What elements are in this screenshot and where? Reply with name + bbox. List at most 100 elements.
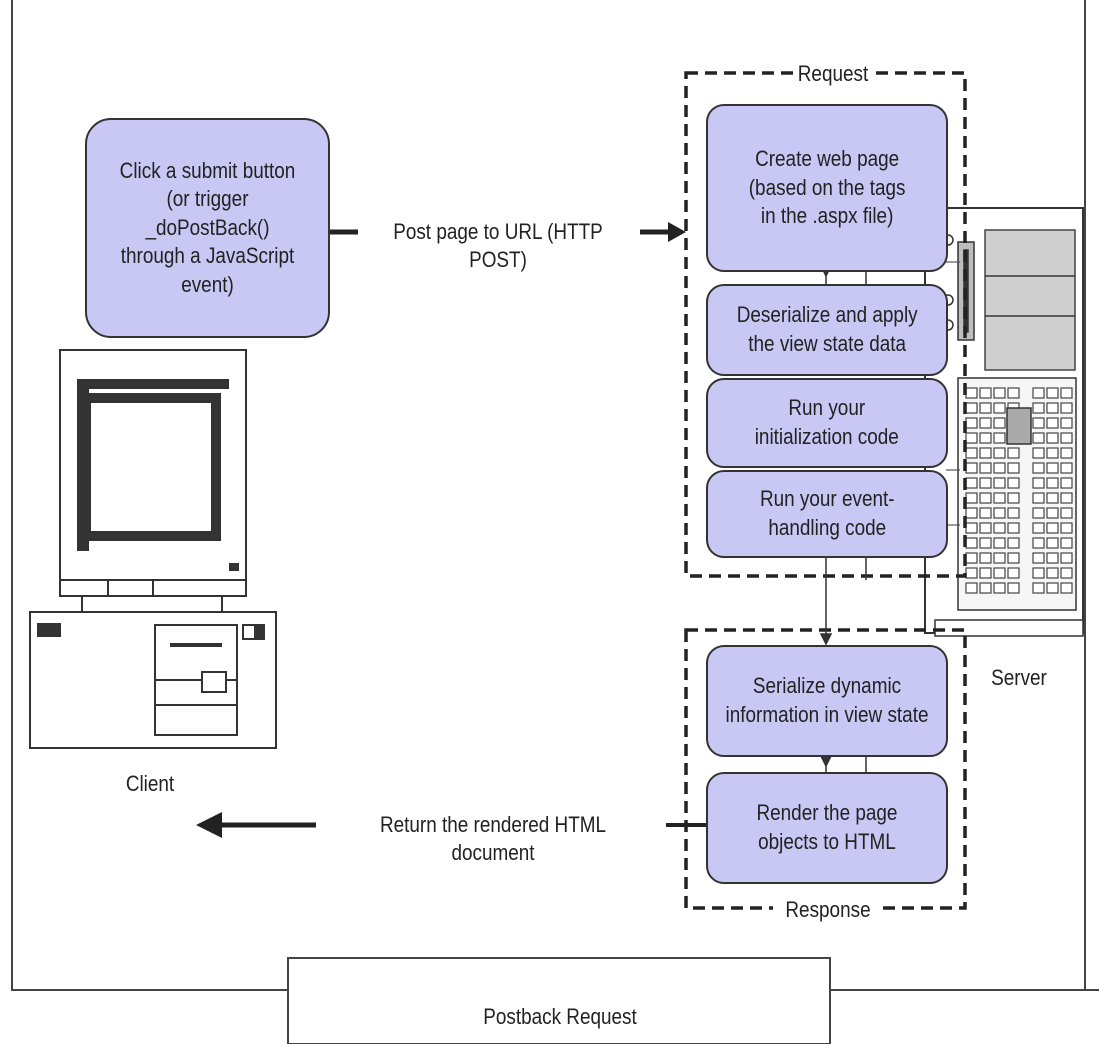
server-grid-cell [1032,387,1045,399]
server-grid-cell [1007,522,1020,534]
server-grid-cell [1032,567,1045,579]
server-grid-cell [993,477,1006,489]
server-grid-cell [1046,567,1059,579]
server-grid-cell [1060,522,1073,534]
server-grid-cell [1060,447,1073,459]
server-grid-cell [1060,552,1073,564]
server-grid-cell [979,507,992,519]
server-grid-cell [1032,417,1045,429]
server-grid-cell [979,432,992,444]
server-grid-cell [1007,387,1020,399]
server-grid-cell [1007,582,1020,594]
server-grid-cell [993,507,1006,519]
server-grid-cell [1007,552,1020,564]
server-grid-cell [1007,462,1020,474]
server-grid-cell [965,492,978,504]
server-grid-cell [1046,552,1059,564]
request-step-label: Run your initialization code [754,395,900,449]
client-computer-icon [29,349,277,749]
server-grid-cell [1032,402,1045,414]
post-arrowhead [668,222,686,242]
monitor-stand [81,595,223,613]
response-step-label: Serialize dynamic information in view st… [725,673,929,727]
server-grid-cell [1060,402,1073,414]
server-grid-cell [1060,462,1073,474]
server-grid-cell [1060,387,1073,399]
outer-frame [11,0,1099,991]
server-grid-cell [1007,477,1020,489]
server-grid-cell [1007,567,1020,579]
client-label: Client [125,771,175,796]
caption-tab [287,957,831,1044]
server-grid-cell [1060,567,1073,579]
server-grid-cell [1060,537,1073,549]
monitor-led [229,563,239,571]
server-grid-cell [1007,537,1020,549]
server-grid-cell [1032,447,1045,459]
server-grid-cell [1060,507,1073,519]
server-grid-cell [965,567,978,579]
return-arrowhead [196,812,222,838]
server-grid-cell [979,522,992,534]
server-grid-cell [965,447,978,459]
server-grid-cell [1007,492,1020,504]
server-grid-cell [993,552,1006,564]
monitor-screen-top [77,379,229,389]
server-highlight-block [1006,407,1032,445]
request-region-label: Request [797,61,869,86]
response-step-render: Render the page objects to HTML [706,772,948,884]
request-step-deserialize: Deserialize and apply the view state dat… [706,284,948,376]
server-grid-cell [965,462,978,474]
request-step-event-handling: Run your event- handling code [706,470,948,558]
server-grid-cell [1046,537,1059,549]
response-region-label: Response [785,897,871,922]
server-grid-cell [1032,432,1045,444]
response-step-label: Render the page objects to HTML [756,800,898,854]
server-grid-cell [979,477,992,489]
server-icon [924,207,1084,637]
server-grid-cell [1032,492,1045,504]
connector-arrowhead [819,633,833,646]
server-grid-cell [1046,432,1059,444]
request-step-create-page: Create web page (based on the tags in th… [706,104,948,272]
server-grid-cell [965,507,978,519]
system-unit-label [37,623,61,637]
client-action-box: Click a submit button (or trigger _doPos… [85,118,330,338]
server-grid-cell [1060,492,1073,504]
client-action-text: Click a submit button (or trigger _doPos… [119,157,296,297]
server-grid-cell [965,522,978,534]
server-grid-cell [1046,507,1059,519]
server-grid-cell [965,417,978,429]
server-grid-cell [965,477,978,489]
server-grid-cell [979,402,992,414]
server-grid-cell [1060,417,1073,429]
server-grid-cell [1046,417,1059,429]
server-grid-cell [965,582,978,594]
server-grid-cell [993,537,1006,549]
server-grid-cell [965,402,978,414]
server-grid-cell [965,387,978,399]
server-grid-cell [979,462,992,474]
server-grid-cell [979,552,992,564]
server-grid-cell [1007,447,1020,459]
server-grid-cell [993,432,1006,444]
post-arrow-label: Post page to URL (HTTP POST) [393,219,603,272]
monitor-screen [81,393,221,541]
server-grid-cell [993,492,1006,504]
server-grid-cell [1046,387,1059,399]
response-step-serialize: Serialize dynamic information in view st… [706,645,948,757]
server-grid-cell [1032,522,1045,534]
server-grid-cell [1046,402,1059,414]
server-grid-cell [1046,447,1059,459]
server-grid-cell [1007,507,1020,519]
server-grid-cell [1046,462,1059,474]
server-grid-cell [965,432,978,444]
server-grid-cell [979,387,992,399]
server-grid-cell [965,552,978,564]
server-grid-cell [1032,462,1045,474]
arrows [196,222,706,838]
server-grid [965,387,1073,594]
request-step-label: Run your event- handling code [759,486,895,540]
server-grid-cell [993,522,1006,534]
server-grid-cell [993,567,1006,579]
